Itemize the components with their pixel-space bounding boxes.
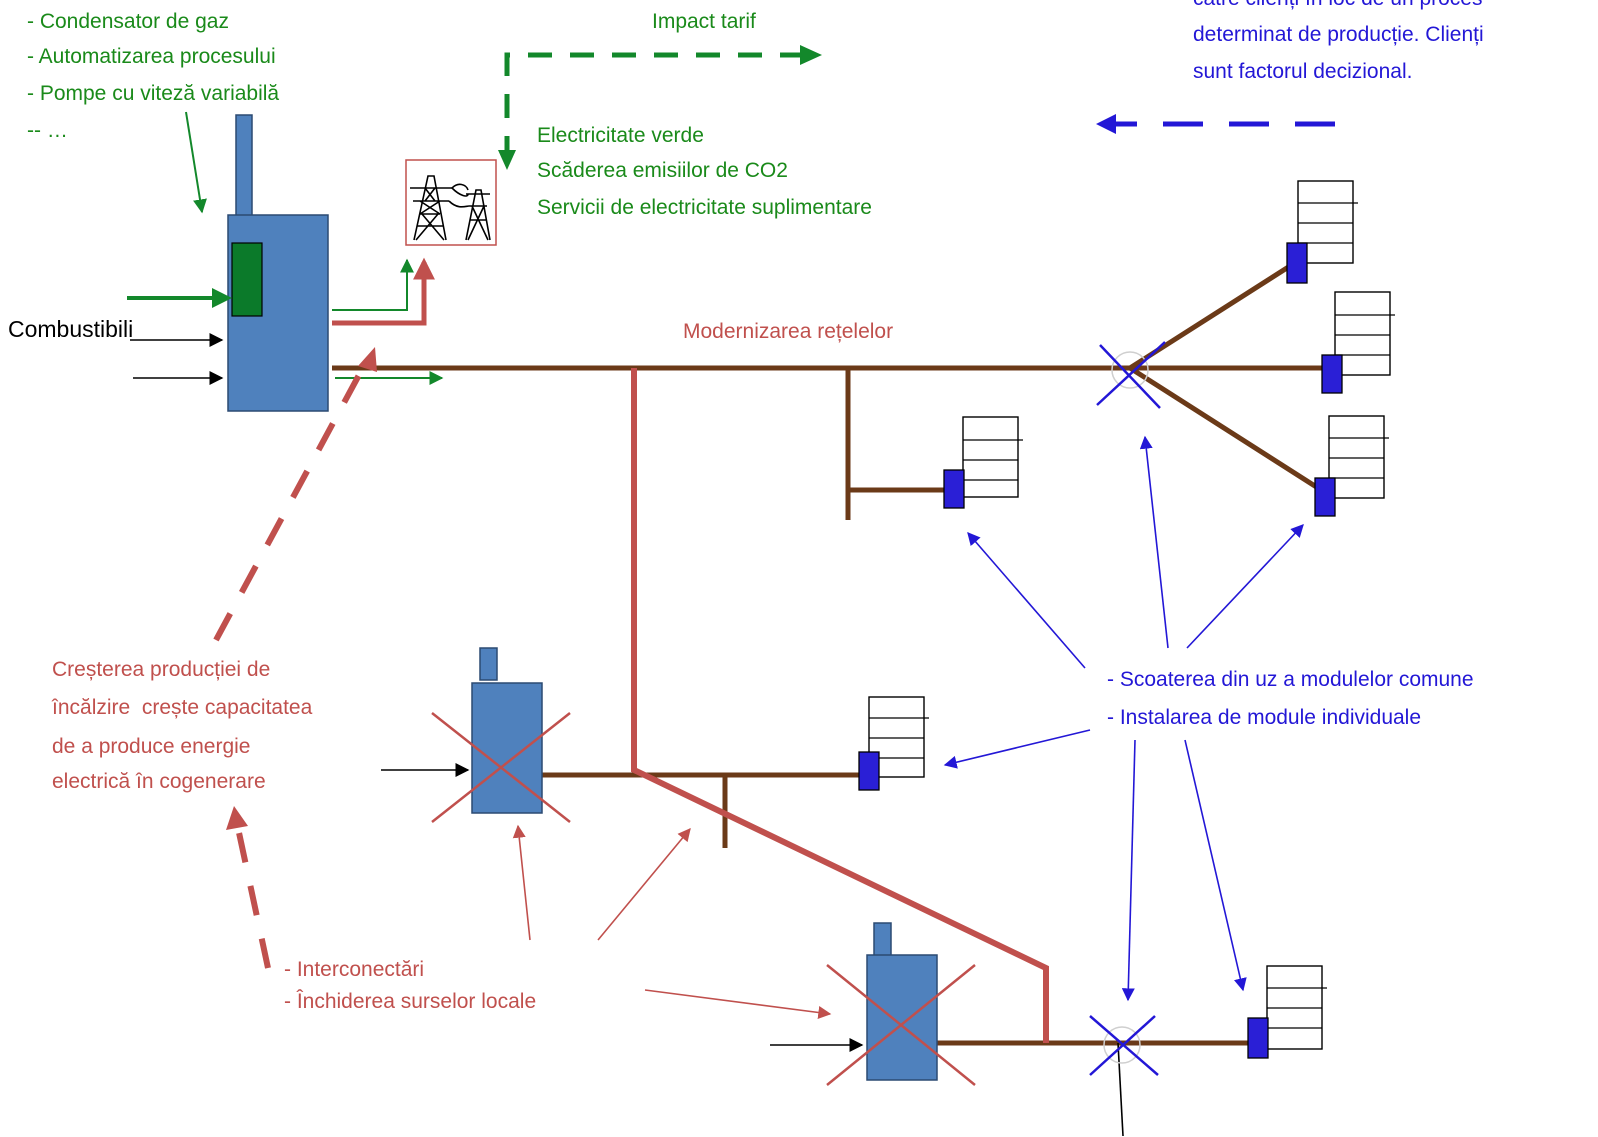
gas-condenser-module: [231, 242, 263, 317]
branch-pipe: [540, 772, 860, 848]
cogeneration-note-line: încălzire crește capacitatea: [51, 696, 313, 719]
building: [1286, 180, 1358, 284]
measure-item: - Condensator de gaz: [27, 10, 229, 33]
tariff-arrowhead-down: [498, 150, 516, 170]
network-modernization-label: Modernizarea rețelelor: [683, 320, 893, 343]
network-actions: - Interconectări - Închiderea surselor l…: [284, 958, 536, 1013]
pointer-arrow: [1121, 739, 1136, 1002]
benefit-item: Electricitate verde: [537, 124, 704, 147]
red-electricity-arrow: [332, 257, 435, 326]
interconnection-pipe: [631, 368, 1049, 1043]
tariff-impact-label: Impact tarif: [652, 10, 756, 33]
cogeneration-note-line: Creșterea producției de: [52, 658, 270, 681]
module-action-item: - Scoaterea din uz a modulelor comune: [1107, 668, 1474, 691]
local-source-body: [471, 682, 543, 814]
cogeneration-note-line: de a produce energie: [52, 735, 251, 758]
tariff-arrowhead-right: [800, 45, 822, 65]
pointer-arrow: [1184, 739, 1247, 992]
building: [858, 696, 929, 791]
main-plant: [227, 114, 329, 412]
fuel-label: Combustibili: [8, 316, 133, 342]
local-source-chimney: [479, 647, 498, 681]
pointer-arrow: [512, 824, 531, 941]
closed-cross-icon: [431, 712, 571, 823]
measures-pointer-arrow: [185, 111, 207, 214]
local-source-closed: [381, 647, 571, 823]
individual-module-icon: [1247, 1017, 1269, 1059]
individual-module-icon: [943, 469, 965, 509]
pointer-arrow: [597, 827, 691, 941]
measure-item: - Pompe cu viteză variabilă: [27, 82, 279, 105]
individual-module-icon: [1286, 242, 1308, 284]
common-module-removed: [1096, 341, 1166, 409]
measures-list: - Condensator de gaz - Automatizarea pro…: [27, 10, 279, 142]
branch-pipe: [1128, 263, 1320, 491]
measure-item: - Automatizarea procesului: [27, 45, 276, 68]
customer-note: către clienți în loc de un proces determ…: [1193, 0, 1484, 83]
tariff-impact-dashed-line: [504, 52, 805, 160]
pointer-arrow: [644, 989, 832, 1019]
cogeneration-arrowhead: [358, 347, 377, 372]
individual-module-icon: [858, 751, 880, 791]
module-action-item: - Instalarea de module individuale: [1107, 706, 1421, 729]
outgoing-pipe: [1117, 1042, 1124, 1137]
benefit-item: Scăderea emisiilor de CO2: [537, 159, 788, 182]
building: [1314, 415, 1389, 517]
network-action-item: - Închiderea surselor locale: [284, 990, 536, 1013]
module-actions: - Scoaterea din uz a modulelor comune - …: [1107, 668, 1474, 729]
pointer-arrow: [943, 729, 1091, 769]
local-source-closed: [770, 922, 976, 1086]
building: [1247, 965, 1327, 1059]
customer-note-line: către clienți în loc de un proces: [1193, 0, 1483, 10]
customer-note-line: sunt factorul decizional.: [1193, 60, 1412, 83]
pointer-arrow: [1139, 435, 1169, 649]
pointer-arrow: [967, 532, 1086, 669]
interconnection-arrowhead: [226, 806, 248, 830]
local-source-body: [866, 954, 938, 1081]
cogeneration-note-line: electrică în cogenerare: [52, 770, 266, 793]
customer-arrowhead-left: [1096, 114, 1116, 134]
individual-module-icon: [1314, 477, 1336, 517]
individual-module-icon: [1321, 354, 1343, 394]
benefits-list: Electricitate verde Scăderea emisiilor d…: [537, 124, 872, 219]
measure-item: -- …: [27, 119, 68, 142]
branch-pipe: [845, 368, 945, 520]
building: [943, 416, 1023, 509]
network-action-item: - Interconectări: [284, 958, 424, 981]
closed-cross-icon: [826, 964, 976, 1086]
interconnection-dashed-arrow: [235, 827, 271, 969]
common-module-removed: [1089, 1015, 1159, 1076]
power-pylon-icon: [405, 159, 497, 246]
green-electricity-arrow: [332, 258, 414, 311]
main-plant-chimney: [235, 114, 253, 223]
customer-note-line: determinat de producție. Clienți: [1193, 23, 1484, 46]
building: [1321, 291, 1395, 394]
cogeneration-note: Creșterea producției de încălzire crește…: [51, 658, 313, 793]
pointer-arrow: [1186, 524, 1304, 649]
local-source-chimney: [873, 922, 892, 958]
benefit-item: Servicii de electricitate suplimentare: [537, 196, 872, 219]
